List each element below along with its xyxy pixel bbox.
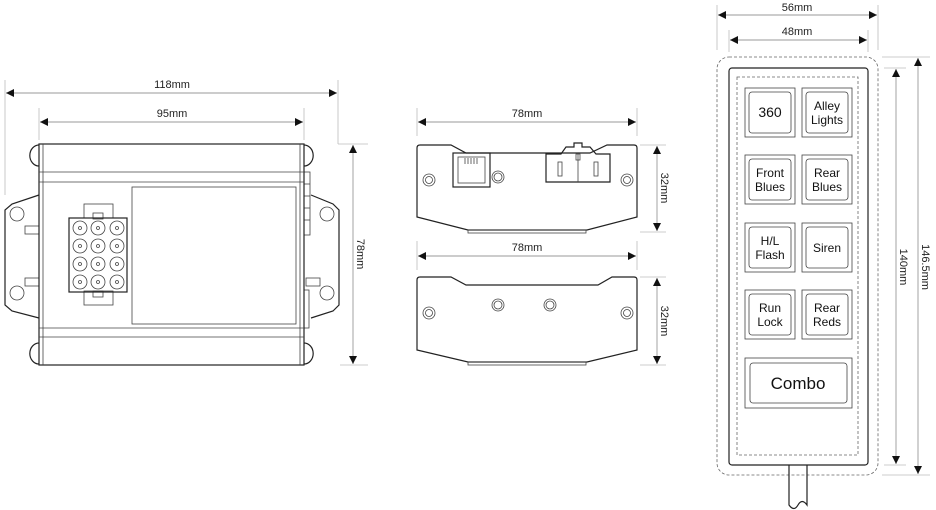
label-window [131, 186, 297, 325]
left-mounting-flange [4, 194, 40, 319]
mounting-hole [319, 206, 335, 222]
mounting-hole [9, 206, 25, 222]
rj-jack [452, 152, 491, 188]
end-view-front: 78mm 32mm [416, 108, 670, 234]
connector-pin [109, 256, 125, 272]
connector-pin [72, 220, 88, 236]
power-connector [545, 142, 611, 183]
keypad-button-label: Lock [757, 315, 783, 329]
keypad-button[interactable]: Siren [801, 222, 853, 273]
keypad-button-label: Front [756, 166, 785, 180]
end-view-rear: 78mm 32mm [416, 241, 670, 366]
connector-pin [90, 220, 106, 236]
dim-146-label: 146.5mm [919, 244, 931, 290]
dim-140-label: 140mm [897, 249, 909, 286]
mounting-hole [9, 285, 25, 301]
12-pin-connector [68, 203, 128, 306]
connector-pin [90, 274, 106, 290]
dim-78-rear-label: 78mm [512, 242, 543, 254]
dim-48-label: 48mm [782, 26, 813, 38]
keypad-button-label: Rear [814, 301, 840, 315]
main-unit-view: 118mm 95mm 78mm [4, 79, 368, 366]
keypad-button-label: Flash [755, 248, 784, 262]
keypad-button-label: Alley [814, 99, 840, 113]
keypad-inner-outline [736, 76, 859, 456]
keypad-button[interactable]: 360 [744, 87, 796, 138]
right-mounting-flange [310, 194, 340, 319]
combo-button[interactable]: Combo [744, 357, 853, 409]
main-unit-body [38, 143, 305, 366]
connector-pin [109, 220, 125, 236]
keypad-button-label: Blues [812, 180, 842, 194]
connector-pin [72, 256, 88, 272]
combo-button-label: Combo [771, 374, 826, 393]
keypad-body [728, 67, 869, 466]
dim-118-label: 118mm [154, 79, 190, 91]
connector-pin [90, 238, 106, 254]
dim-78-label: 78mm [354, 239, 366, 270]
connector-pin [72, 238, 88, 254]
connector-pin [72, 274, 88, 290]
keypad-button-label: Run [759, 301, 781, 315]
dim-32-front-label: 32mm [658, 173, 670, 204]
dim-95-label: 95mm [157, 108, 188, 120]
connector-pin [90, 256, 106, 272]
dim-78-front-label: 78mm [512, 108, 543, 120]
keypad-button-label: Lights [811, 113, 843, 127]
mounting-hole [319, 285, 335, 301]
dim-32-rear-label: 32mm [658, 306, 670, 337]
keypad-cable [788, 465, 808, 510]
keypad-button-label: Reds [813, 315, 841, 329]
keypad-outer-outline [716, 56, 879, 476]
keypad-button-label: Rear [814, 166, 840, 180]
connector-pin [109, 238, 125, 254]
keypad-button-label: H/L [761, 234, 780, 248]
keypad-button-label: Blues [755, 180, 785, 194]
dim-56-label: 56mm [782, 2, 813, 14]
connector-pin [109, 274, 125, 290]
keypad-button-label: Siren [813, 241, 841, 255]
keypad-button-label: 360 [758, 104, 782, 120]
